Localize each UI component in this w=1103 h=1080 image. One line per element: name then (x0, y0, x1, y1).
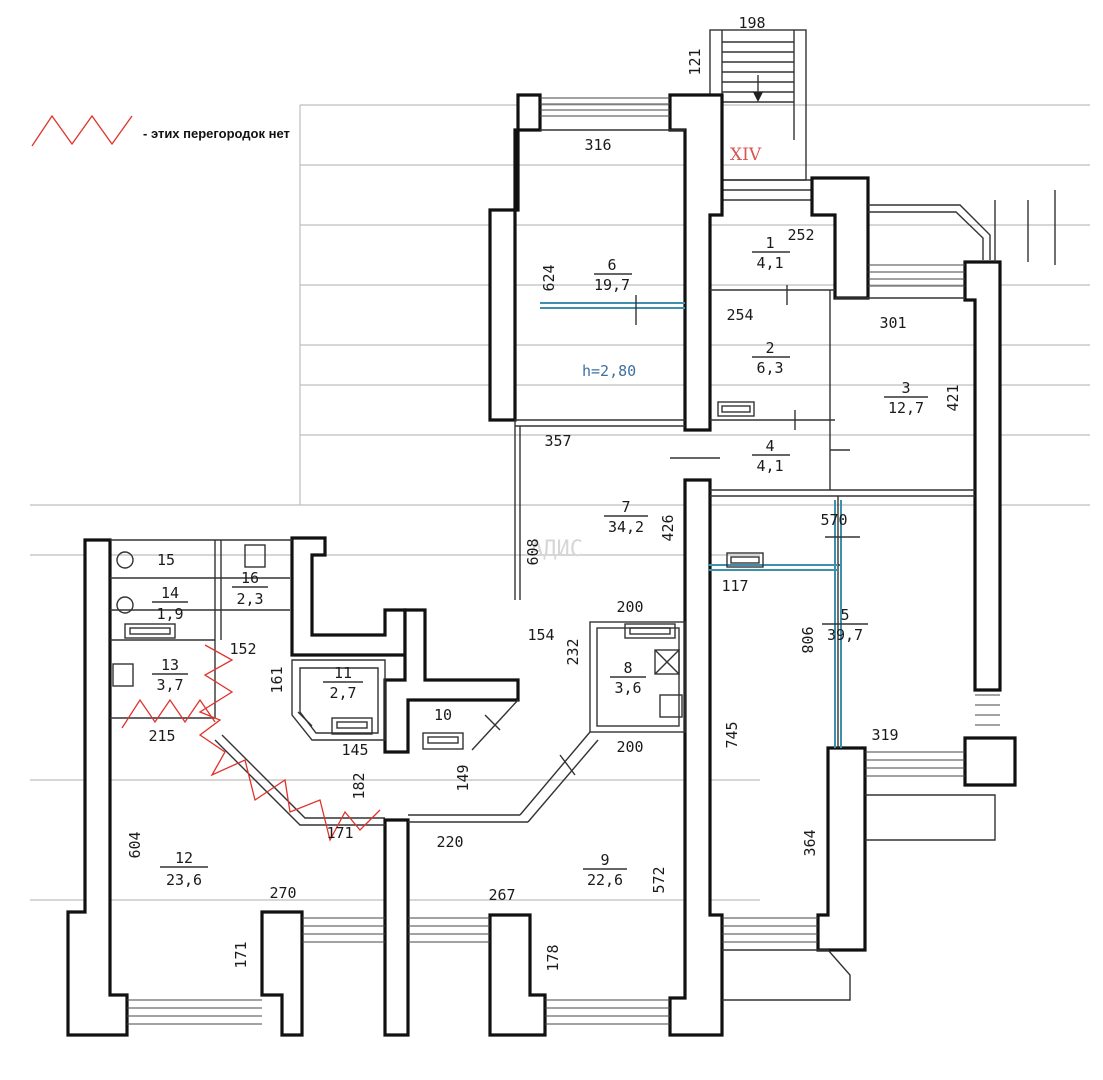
svg-text:39,7: 39,7 (827, 626, 863, 644)
stair-width: 198 (738, 14, 765, 32)
svg-text:7: 7 (621, 498, 630, 516)
svg-text:4: 4 (765, 437, 774, 455)
svg-text:2,3: 2,3 (236, 590, 263, 608)
svg-text:364: 364 (801, 829, 819, 856)
room-labels: 619,7 14,1 26,3 312,7 44,1 539,7 734,2 8… (152, 234, 928, 889)
room-4-label: 44,1 (752, 437, 790, 475)
room-2-label: 26,3 (752, 339, 790, 377)
svg-text:149: 149 (454, 764, 472, 791)
svg-text:34,2: 34,2 (608, 518, 644, 536)
svg-text:267: 267 (488, 886, 515, 904)
svg-text:19,7: 19,7 (594, 276, 630, 294)
room-7-label: 734,2 (604, 498, 648, 536)
removed-partitions-zigzag (198, 644, 381, 842)
svg-text:22,6: 22,6 (587, 871, 623, 889)
svg-text:1: 1 (765, 234, 774, 252)
svg-text:357: 357 (544, 432, 571, 450)
room-10-label: 10 (434, 706, 452, 724)
svg-text:624: 624 (540, 264, 558, 291)
svg-text:6,3: 6,3 (756, 359, 783, 377)
svg-text:215: 215 (148, 727, 175, 745)
svg-text:161: 161 (268, 666, 286, 693)
svg-text:23,6: 23,6 (166, 871, 202, 889)
legend-zigzag (31, 114, 133, 147)
svg-text:15: 15 (157, 551, 175, 569)
svg-text:11: 11 (334, 664, 352, 682)
svg-text:254: 254 (726, 306, 753, 324)
room-5-label: 539,7 (822, 606, 868, 644)
svg-text:232: 232 (564, 638, 582, 665)
svg-text:178: 178 (544, 944, 562, 971)
room-8-label: 83,6 (610, 659, 646, 697)
room-1-label: 14,1 (752, 234, 790, 272)
walls (66, 93, 1017, 1037)
svg-text:570: 570 (820, 511, 847, 529)
svg-text:14: 14 (161, 584, 179, 602)
svg-text:1,9: 1,9 (156, 605, 183, 623)
svg-text:171: 171 (326, 824, 353, 842)
room-11-label: 112,7 (323, 664, 363, 702)
svg-text:12: 12 (175, 849, 193, 867)
svg-text:171: 171 (232, 941, 250, 968)
room-15-label: 15 (157, 551, 175, 569)
dimension-labels: 316 624 252 254 301 421 357 608 426 570 … (126, 136, 962, 972)
svg-text:316: 316 (584, 136, 611, 154)
room-9-label: 922,6 (583, 851, 627, 889)
svg-text:426: 426 (659, 514, 677, 541)
svg-text:2: 2 (765, 339, 774, 357)
height-note: h=2,80 (582, 362, 636, 380)
svg-text:10: 10 (434, 706, 452, 724)
svg-text:145: 145 (341, 741, 368, 759)
svg-text:9: 9 (600, 851, 609, 869)
svg-text:4,1: 4,1 (756, 457, 783, 475)
svg-text:16: 16 (241, 569, 259, 587)
svg-text:182: 182 (350, 772, 368, 799)
background-ghost-grid (30, 104, 1090, 901)
svg-text:4,1: 4,1 (756, 254, 783, 272)
svg-text:220: 220 (436, 833, 463, 851)
stair-mark: XIV (730, 145, 762, 165)
svg-text:421: 421 (944, 384, 962, 411)
svg-text:12,7: 12,7 (888, 399, 924, 417)
entrance-stair (709, 29, 812, 201)
svg-text:6: 6 (607, 256, 616, 274)
svg-text:5: 5 (840, 606, 849, 624)
partitions (110, 129, 975, 826)
legend-text: - этих перегородок нет (143, 126, 290, 141)
svg-text:270: 270 (269, 884, 296, 902)
room-12-label: 12 23,6 (160, 849, 208, 889)
svg-text:572: 572 (650, 866, 668, 893)
stair-depth: 121 (686, 48, 704, 75)
svg-text:319: 319 (871, 726, 898, 744)
svg-text:3,7: 3,7 (156, 676, 183, 694)
room-14-label: 141,9 (152, 584, 188, 623)
svg-text:608: 608 (524, 538, 542, 565)
door-marks (297, 285, 860, 776)
svg-text:200: 200 (616, 738, 643, 756)
svg-text:604: 604 (126, 831, 144, 858)
svg-text:301: 301 (879, 314, 906, 332)
svg-text:2,7: 2,7 (329, 684, 356, 702)
svg-text:8: 8 (623, 659, 632, 677)
room-6-label: 619,7 (594, 256, 632, 294)
svg-text:152: 152 (229, 640, 256, 658)
fixtures (112, 401, 764, 750)
svg-text:908: 908 (798, 626, 816, 653)
svg-text:3,6: 3,6 (614, 679, 641, 697)
room-3-label: 312,7 (884, 379, 928, 417)
watermark-text: АДИС (530, 537, 583, 562)
windows (127, 97, 1000, 1025)
room-16-label: 162,3 (232, 569, 268, 608)
svg-text:200: 200 (616, 598, 643, 616)
room-13-label: 133,7 (152, 656, 188, 694)
svg-text:745: 745 (723, 721, 741, 748)
svg-text:117: 117 (721, 577, 748, 595)
svg-text:13: 13 (161, 656, 179, 674)
svg-text:3: 3 (901, 379, 910, 397)
svg-text:154: 154 (527, 626, 554, 644)
balconies (722, 190, 1056, 1001)
svg-text:252: 252 (787, 226, 814, 244)
removed-partitions-zigzag-2 (121, 698, 216, 729)
